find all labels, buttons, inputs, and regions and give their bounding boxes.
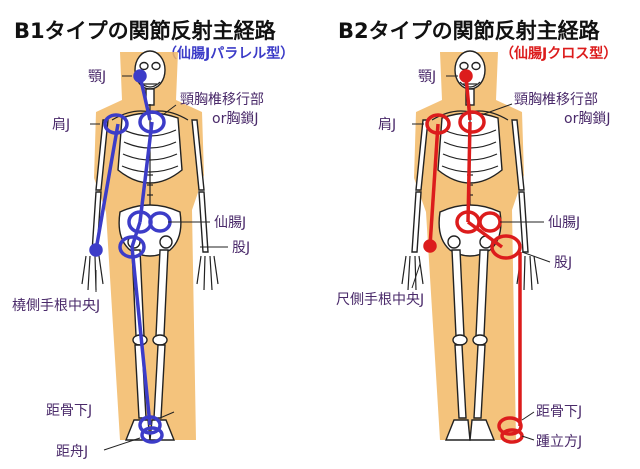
b1-label-cervicothoracic: 頸胸椎移行部 [180,92,264,108]
b1-label-wrist: 橈側手根中央J [12,298,100,314]
b2-neck-leader [483,103,513,115]
b1-label-or-sternoclavicular: or胸鎖J [212,111,258,127]
b2-cervicothoracic-marker [458,110,486,134]
b1-subtalar-leader [159,411,175,419]
b2-wrist-joint-marker [423,239,437,253]
b2-path-shoulder-wrist [428,123,440,247]
b2-label-jaw: 顎J [418,69,436,85]
panel-b2-subtitle: （仙腸Jクロス型） [500,45,617,62]
b2-path-neck-sacroiliac [466,121,472,223]
b1-label-jaw: 顎J [88,69,106,85]
b2-jaw-joint-marker [459,69,473,83]
b1-path-neck-sacroiliac [138,121,154,223]
b1-label-shoulder: 肩J [52,117,70,133]
b1-label-foot: 距舟J [56,444,88,460]
b2-subtalar-marker [497,416,523,436]
b2-hip-joint-marker [490,234,522,260]
panel-b1: B1タイプの関節反射主経路 （仙腸Jパラレル型） [12,19,294,460]
b2-label-foot: 踵立方J [536,434,582,450]
panel-b1-title: B1タイプの関節反射主経路 [14,19,277,43]
b1-path-hip-ankle [130,246,152,426]
b2-label-wrist: 尺側手根中央J [336,292,424,308]
b2-label-subtalar: 距骨下J [536,404,582,420]
panel-b2-title: B2タイプの関節反射主経路 [338,19,601,43]
b1-wrist-joint-marker [89,243,103,257]
panel-b1-skeleton [81,50,219,441]
panel-b2: B2タイプの関節反射主経路 （仙腸Jクロス型） [336,19,617,450]
b1-path-sacroiliac-hip [130,221,142,248]
b1-jaw-joint-marker [133,69,147,83]
b1-path-shoulder-wrist [94,123,120,251]
b2-label-shoulder: 肩J [378,117,396,133]
b1-label-subtalar: 距骨下J [46,403,92,419]
b2-path-sacroiliac-hip [466,220,504,249]
b1-cervicothoracic-marker [138,110,166,134]
b2-label-hip: 股J [554,255,572,271]
panel-b2-reflex-path [428,75,522,426]
b2-label-sacroiliac: 仙腸J [548,215,580,231]
b2-wrist-leader [411,263,421,289]
b1-hip-joint-marker [118,235,146,259]
b1-foot-leader [103,437,141,451]
b1-foot-joint-marker [140,426,164,444]
b1-label-hip: 股J [232,240,250,256]
b1-neck-leader [163,104,177,115]
b2-foot-leader [521,435,535,441]
panel-b1-subtitle: （仙腸Jパラレル型） [163,45,294,62]
b2-shoulder-joint-marker [425,113,451,135]
b1-subtalar-marker [138,415,162,435]
b2-hip-leader [521,251,551,263]
b1-label-sacroiliac: 仙腸J [214,215,246,231]
b2-subtalar-leader [521,411,535,421]
b2-label-cervicothoracic: 頸胸椎移行部 [514,92,598,108]
b1-shoulder-joint-marker [103,113,129,135]
b2-label-or-sternoclavicular: or胸鎖J [564,111,610,127]
